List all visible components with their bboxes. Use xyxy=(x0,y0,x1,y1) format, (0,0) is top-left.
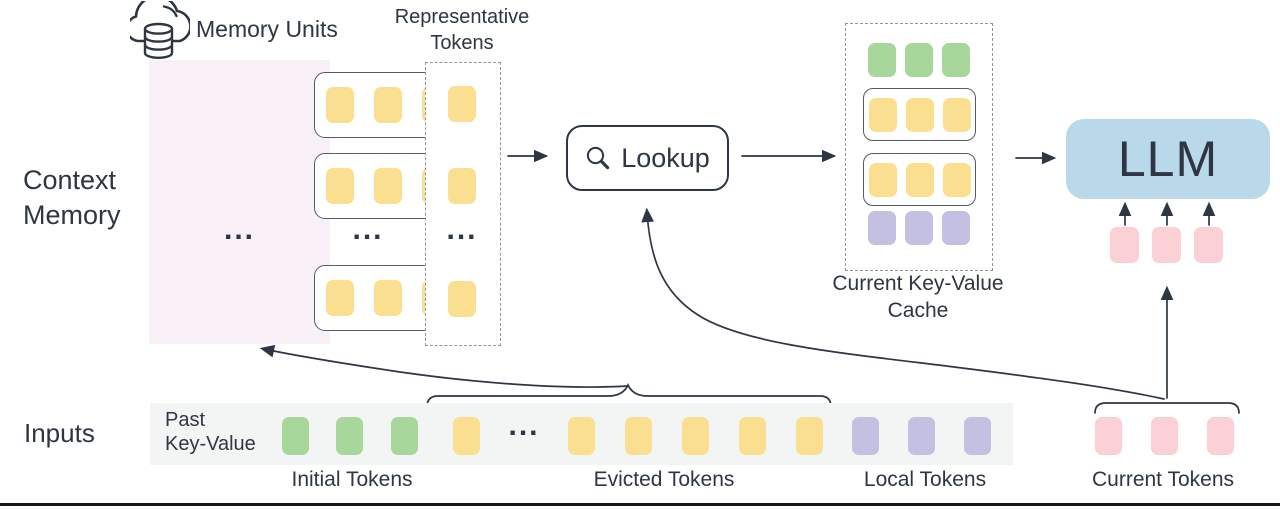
cache-retrieved-unit xyxy=(863,153,976,206)
evicted-tokens-ellipsis: ... xyxy=(508,409,540,442)
memory-token xyxy=(373,87,402,123)
evicted-token xyxy=(453,417,480,455)
cache-initial-row xyxy=(868,43,970,77)
current-kv-cache-box xyxy=(845,23,993,271)
initial-token xyxy=(282,417,309,455)
lookup-label: Lookup xyxy=(621,142,710,173)
cache-token-retrieved xyxy=(942,162,971,197)
current-token xyxy=(1151,417,1178,455)
cache-token-retrieved xyxy=(905,97,934,132)
representative-tokens-box xyxy=(425,62,501,346)
cache-token-initial xyxy=(868,43,896,77)
memory-token xyxy=(325,168,354,204)
cache-token-retrieved xyxy=(942,97,971,132)
cache-token-initial xyxy=(942,43,970,77)
representative-token xyxy=(448,86,476,122)
cache-retrieved-unit xyxy=(863,88,976,141)
cache-local-row xyxy=(868,211,970,245)
memory-token xyxy=(325,87,354,123)
current-token-chip xyxy=(1110,227,1139,263)
current-tokens-bracket xyxy=(1094,402,1240,414)
cache-token-local xyxy=(942,211,970,245)
representative-tokens-title: Representative Tokens xyxy=(394,6,530,54)
arrows-column-ellipsis: ... xyxy=(352,213,384,246)
evicted-token xyxy=(568,417,595,455)
search-icon xyxy=(587,146,610,169)
arrow-evicted-to-context-memory xyxy=(259,344,629,388)
current-tokens-label: Current Tokens xyxy=(1091,468,1235,491)
context-memory-panel xyxy=(149,60,461,344)
representative-ellipsis: ... xyxy=(446,213,478,246)
llm-label: LLM xyxy=(1117,131,1219,187)
current-token-chip xyxy=(1152,227,1181,263)
current-token xyxy=(1207,417,1234,455)
memory-token xyxy=(325,280,354,316)
cache-title: Current Key-Value Cache xyxy=(832,272,1004,322)
current-token-chip xyxy=(1194,227,1223,263)
local-tokens-label: Local Tokens xyxy=(863,468,987,491)
local-token xyxy=(908,417,935,455)
cache-token-retrieved xyxy=(868,97,897,132)
local-token xyxy=(964,417,991,455)
representative-token xyxy=(448,168,476,204)
current-token xyxy=(1095,417,1122,455)
cloud-database-icon xyxy=(130,1,190,59)
evicted-token xyxy=(682,417,709,455)
cache-token-retrieved xyxy=(905,162,934,197)
memory-rows-ellipsis: ... xyxy=(223,213,255,246)
cache-token-retrieved xyxy=(868,162,897,197)
initial-tokens-label: Initial Tokens xyxy=(291,468,413,491)
memory-token xyxy=(373,168,402,204)
memory-units-label: Memory Units xyxy=(196,16,338,42)
evicted-token xyxy=(739,417,766,455)
past-kv-label: Past Key-Value xyxy=(165,409,256,455)
context-memory-title: Context Memory xyxy=(23,165,121,230)
lookup-button: Lookup xyxy=(566,125,729,191)
cache-token-local xyxy=(868,211,896,245)
initial-token xyxy=(391,417,418,455)
evicted-tokens-label: Evicted Tokens xyxy=(593,468,735,491)
llm-box: LLM xyxy=(1066,119,1270,199)
inputs-section-label: Inputs xyxy=(24,418,95,448)
initial-token xyxy=(336,417,363,455)
cache-token-initial xyxy=(905,43,933,77)
evicted-token xyxy=(796,417,823,455)
figure-bottom-rule xyxy=(0,503,1280,506)
evicted-token xyxy=(625,417,652,455)
local-token xyxy=(852,417,879,455)
memory-token xyxy=(373,280,402,316)
representative-token xyxy=(448,281,476,317)
cache-token-local xyxy=(905,211,933,245)
